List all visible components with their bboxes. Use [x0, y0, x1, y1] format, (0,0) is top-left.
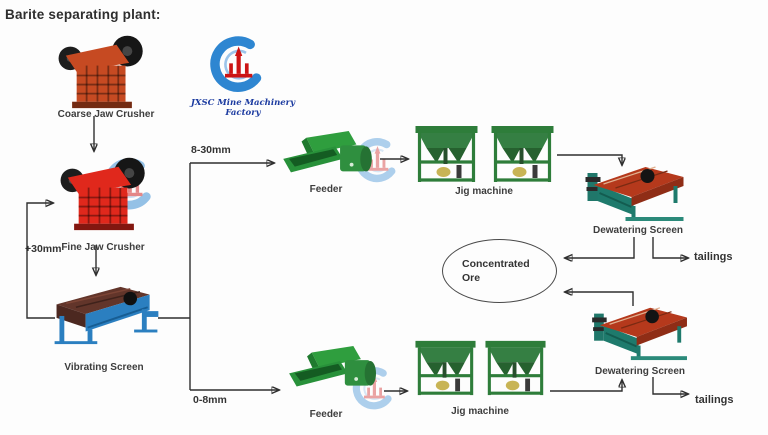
dewatering-screen-top-label: Dewatering Screen: [592, 225, 684, 236]
feeder-top-image: [277, 130, 380, 182]
arrow-bottom-dewater-to-tailings: [652, 377, 687, 394]
jig-machine-bottom-2-image: [481, 336, 550, 398]
concentrated-ore-line1: Concentrated: [462, 257, 530, 270]
diagram-title: Barite separating plant:: [5, 7, 161, 22]
jxsc-logo-text: JXSC Mine Machinery Factory: [190, 98, 296, 118]
arrow-bottom-jig-to-dewater: [550, 381, 622, 392]
coarse-jaw-crusher-image: [54, 33, 150, 109]
tailings-bottom-label: tailings: [695, 394, 734, 406]
oversize-recycle-label: +30mm: [25, 243, 62, 255]
jig-machine-bottom-label: Jig machine: [451, 406, 509, 417]
vibrating-screen-label: Vibrating Screen: [64, 362, 144, 373]
jxsc-logo-icon: [204, 35, 267, 98]
fine-jaw-crusher-label: Fine Jaw Crusher: [61, 242, 145, 253]
tailings-top-label: tailings: [694, 251, 733, 263]
dewatering-screen-bottom-label: Dewatering Screen: [594, 366, 686, 377]
fine-jaw-crusher-image: [58, 155, 150, 231]
jig-machine-top-1-image: [412, 121, 481, 185]
bottom-size-label: 0-8mm: [193, 394, 227, 406]
dewatering-screen-bottom-image: [591, 302, 692, 362]
concentrated-ore-node: Concentrated Ore: [442, 239, 557, 303]
top-size-label: 8-30mm: [191, 144, 231, 156]
jig-machine-bottom-1-image: [411, 336, 480, 398]
dewatering-screen-top-image: [585, 161, 688, 223]
feeder-bottom-label: Feeder: [309, 409, 343, 420]
feeder-bottom-image: [283, 345, 384, 396]
jig-machine-top-2-image: [488, 121, 557, 185]
feeder-top-label: Feeder: [309, 184, 343, 195]
concentrated-ore-line2: Ore: [462, 272, 481, 284]
jig-machine-top-label: Jig machine: [455, 186, 513, 197]
vibrating-screen-image: [50, 283, 162, 347]
arrow-top-dewater-to-tailings: [652, 237, 687, 258]
arrow-top-dewater-to-concentrate: [566, 237, 635, 258]
coarse-jaw-crusher-label: Coarse Jaw Crusher: [57, 109, 155, 120]
